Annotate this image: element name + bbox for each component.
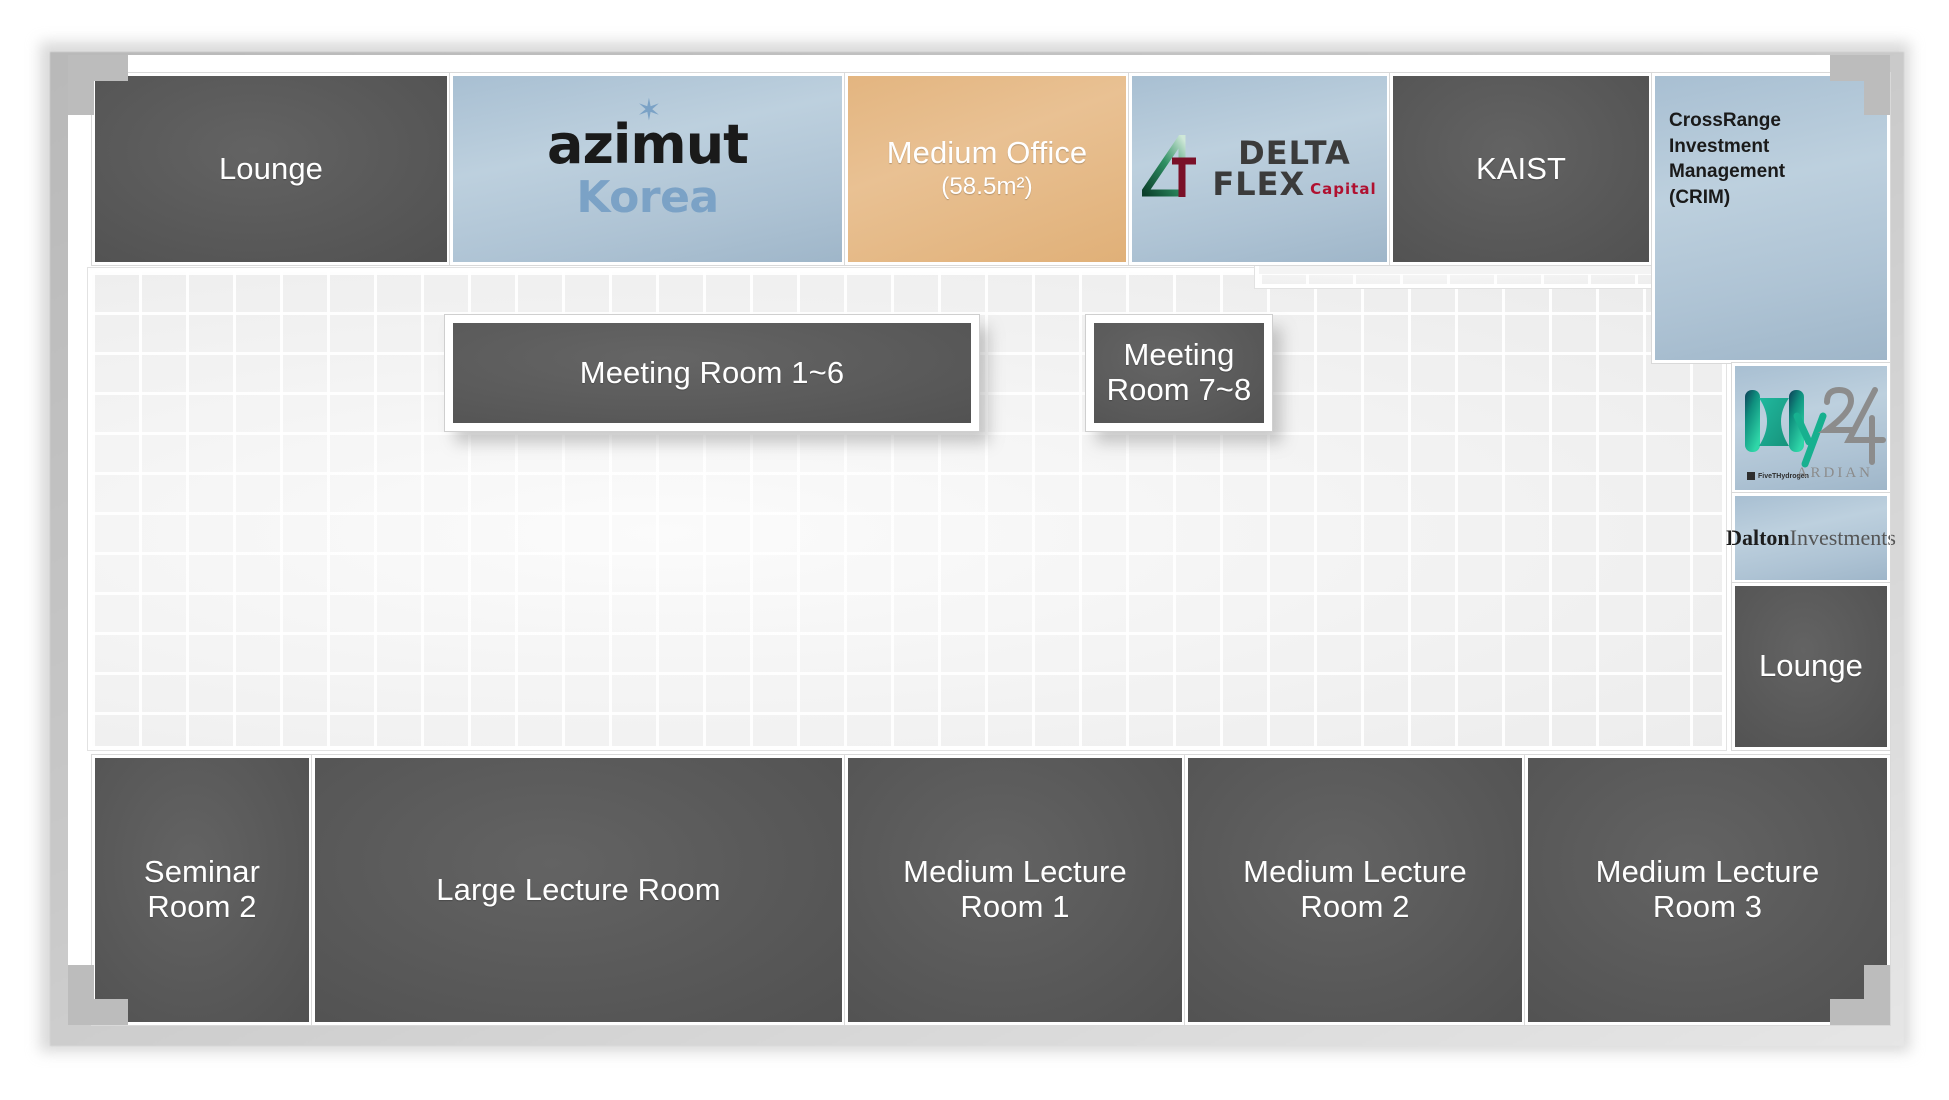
corner-bracket-bottom-right-vertical: [1864, 965, 1890, 1025]
room-lounge-right[interactable]: Lounge: [1731, 582, 1891, 751]
delta-capital-tag: Capital: [1310, 180, 1377, 199]
dalton-regular-text: Investments: [1789, 525, 1896, 550]
azimut-wordmark-text: azimut: [547, 113, 749, 176]
room-medium-lecture-room-1[interactable]: Medium Lecture Room 1: [844, 754, 1186, 1026]
delta-flex-wordmark: DELTA FLEX Capital: [1212, 134, 1377, 203]
azimut-korea-text: Korea: [576, 172, 719, 223]
room-meeting-7-8[interactable]: Meeting Room 7~8: [1085, 314, 1273, 432]
room-medium-lecture-room-3-label: Medium Lecture Room 3: [1595, 854, 1820, 924]
room-lounge-right-label: Lounge: [1758, 648, 1864, 684]
room-azimut-korea[interactable]: ✶ azimut Korea: [449, 72, 846, 266]
room-hy24-ardian[interactable]: FiveTHydrogen ARDIAN: [1731, 362, 1891, 494]
room-meeting-1-6[interactable]: Meeting Room 1~6: [444, 314, 980, 432]
hy24-byline: FiveTHydrogen: [1747, 472, 1809, 480]
room-kaist[interactable]: KAIST: [1389, 72, 1653, 266]
room-medium-lecture-room-1-label: Medium Lecture Room 1: [903, 854, 1127, 924]
azimut-wordmark: ✶ azimut: [547, 96, 749, 172]
hy24-byline-text: FiveTHydrogen: [1758, 472, 1809, 480]
delta-line-2: FLEX Capital: [1212, 165, 1377, 203]
corner-bracket-bottom-left-vertical: [68, 965, 94, 1025]
delta-four-triangle-icon: [1137, 125, 1204, 204]
delta-line-1: DELTA: [1238, 134, 1351, 173]
corner-bracket-top-right-vertical: [1864, 55, 1890, 115]
room-dalton-investments[interactable]: Dalton Investments: [1726, 492, 1896, 584]
room-crossrange-investment-management[interactable]: CrossRange Investment Management (CRIM): [1651, 72, 1891, 364]
open-floor-seam: [1259, 264, 1722, 274]
hy24-mark-icon: [1745, 386, 1886, 468]
room-medium-lecture-room-2-label: Medium Lecture Room 2: [1243, 854, 1467, 924]
room-meeting-1-6-label: Meeting Room 1~6: [579, 354, 845, 390]
room-delta-flex-capital[interactable]: DELTA FLEX Capital: [1128, 72, 1391, 266]
crossrange-label: CrossRange Investment Management (CRIM): [1669, 110, 1786, 208]
room-medium-lecture-room-3[interactable]: Medium Lecture Room 3: [1524, 754, 1891, 1026]
azimut-star-icon: ✶: [636, 93, 661, 128]
open-floor-area-main[interactable]: [87, 267, 1727, 751]
hy24-byline-square-icon: [1747, 472, 1755, 480]
room-medium-office-name: Medium Office: [886, 135, 1088, 171]
room-lounge-left-label: Lounge: [218, 150, 324, 186]
corner-bracket-top-left-vertical: [68, 55, 94, 115]
room-medium-lecture-room-2[interactable]: Medium Lecture Room 2: [1184, 754, 1526, 1026]
room-medium-office-label: Medium Office (58.5m²): [887, 101, 1088, 236]
azimut-logo: ✶ azimut Korea: [547, 96, 749, 223]
hy24-logo: FiveTHydrogen ARDIAN: [1735, 366, 1887, 490]
room-seminar-room-2-label: Seminar Room 2: [143, 854, 261, 924]
dalton-bold-text: Dalton: [1726, 525, 1790, 550]
delta-flex-logo: DELTA FLEX Capital: [1137, 125, 1377, 204]
room-large-lecture-room-label: Large Lecture Room: [436, 871, 721, 907]
room-large-lecture-room[interactable]: Large Lecture Room: [311, 754, 846, 1026]
delta-flex-text: FLEX: [1212, 165, 1306, 203]
hy24-ardian-text: ARDIAN: [1796, 465, 1873, 481]
room-lounge-left[interactable]: Lounge: [91, 72, 451, 266]
room-meeting-7-8-label: Meeting Room 7~8: [1106, 337, 1252, 407]
room-medium-office-area: (58.5m²): [941, 172, 1033, 200]
room-kaist-label: KAIST: [1475, 150, 1567, 186]
dalton-logo: Dalton Investments: [1726, 525, 1896, 551]
room-medium-office[interactable]: Medium Office (58.5m²): [844, 72, 1130, 266]
room-seminar-room-2[interactable]: Seminar Room 2: [91, 754, 313, 1026]
